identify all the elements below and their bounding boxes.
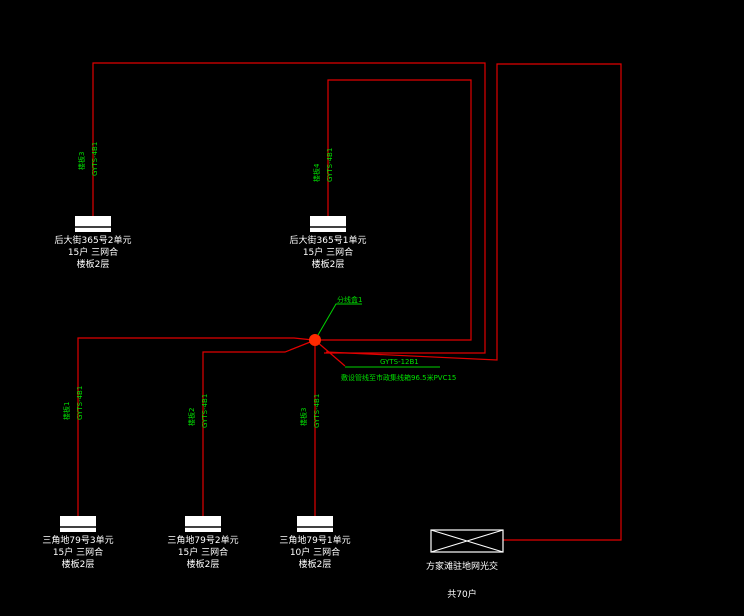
cabinet-box-diagonal <box>430 529 504 553</box>
unit-floor: 楼板2层 <box>299 558 332 570</box>
cable-label-b: GYTS-4B1 <box>91 142 99 176</box>
distribution-box-icon <box>185 516 221 532</box>
unit-households: 15户 三网合 <box>303 246 353 258</box>
cable-label-a: 楼板1 <box>62 402 71 420</box>
cable-label-a: 楼板2 <box>187 408 196 426</box>
building-unit-u2: 后大街365号1单元 15户 三网合 楼板2层 楼板4 GYTS-4B1 <box>290 148 367 270</box>
building-unit-u1: 后大街365号2单元 15户 三网合 楼板2层 楼板3 GYTS-4B1 <box>55 142 132 270</box>
building-unit-u5: 三角地79号1单元 10户 三网合 楼板2层 楼板3 GYTS-4B1 <box>279 394 350 570</box>
cable-label-b: GYTS-4B1 <box>313 394 321 428</box>
unit-name: 后大街365号2单元 <box>55 234 132 246</box>
cable-route-u1 <box>92 62 486 354</box>
cable-label-a: 楼板3 <box>299 408 308 426</box>
unit-name: 后大街365号1单元 <box>290 234 367 246</box>
distribution-box-icon <box>310 216 346 232</box>
distribution-box-icon <box>297 516 333 532</box>
unit-households: 10户 三网合 <box>290 546 340 558</box>
unit-name: 三角地79号1单元 <box>279 534 350 546</box>
unit-floor: 楼板2层 <box>187 558 220 570</box>
cable-label-b: GYTS-4B1 <box>201 394 209 428</box>
building-unit-u3: 三角地79号3单元 15户 三网合 楼板2层 楼板1 GYTS-4B1 <box>42 386 113 570</box>
unit-floor: 楼板2层 <box>312 258 345 270</box>
distribution-box-icon <box>60 516 96 532</box>
trunk-label-2: 敷设管线至市政集线箱96.5米PVC15 <box>341 373 456 382</box>
junction-spoke <box>315 340 346 367</box>
unit-name: 三角地79号2单元 <box>167 534 238 546</box>
unit-households: 15户 三网合 <box>178 546 228 558</box>
cabinet-label: 方家滩驻地网光交 <box>426 560 498 572</box>
junction-box: 分线盒1 GYTS-12B1 敷设管线至市政集线箱96.5米PVC15 <box>309 295 456 382</box>
cable-route-u3 <box>77 337 314 516</box>
cabinet-total: 共70户 <box>447 588 476 600</box>
distribution-box-icon <box>75 216 111 232</box>
optical-cross-cabinet: 方家滩驻地网光交 共70户 <box>426 529 504 600</box>
unit-floor: 楼板2层 <box>62 558 95 570</box>
trunk-label-1: GYTS-12B1 <box>380 358 419 366</box>
unit-name: 三角地79号3单元 <box>42 534 113 546</box>
cable-label-b: GYTS-4B1 <box>326 148 334 182</box>
cable-label-a: 楼板3 <box>77 152 86 170</box>
cable-route-u4 <box>202 340 314 516</box>
unit-households: 15户 三网合 <box>53 546 103 558</box>
cable-route-u2 <box>317 79 472 341</box>
junction-node <box>309 334 321 346</box>
junction-leader <box>317 303 362 336</box>
cable-label-b: GYTS-4B1 <box>76 386 84 420</box>
cable-routes <box>77 62 622 541</box>
junction-label: 分线盒1 <box>337 295 362 304</box>
building-unit-u4: 三角地79号2单元 15户 三网合 楼板2层 楼板2 GYTS-4B1 <box>167 394 238 570</box>
unit-floor: 楼板2层 <box>77 258 110 270</box>
cable-route-cabinet <box>325 63 622 541</box>
unit-households: 15户 三网合 <box>68 246 118 258</box>
cable-label-a: 楼板4 <box>312 163 321 182</box>
